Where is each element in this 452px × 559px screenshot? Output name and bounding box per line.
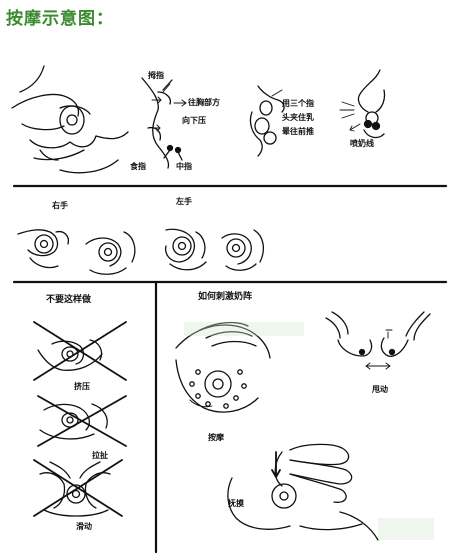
label-pull: 拉扯: [92, 451, 108, 460]
hand-cupping-breast-drawing: [11, 65, 129, 174]
label-middle-finger: 中指: [176, 162, 192, 171]
stimulate-header: 如何刺激奶阵: [198, 292, 253, 302]
finger-position-drawing: [141, 77, 187, 169]
stroke-drawing: [227, 443, 379, 541]
label-thumb: 拇指: [148, 71, 164, 80]
three-fingers-push-drawing: [249, 85, 285, 157]
dont-do-header: 不要这样做: [46, 295, 92, 305]
watermark: [184, 322, 434, 540]
right-hand-drawings: [17, 229, 136, 275]
label-shake: 甩动: [372, 385, 388, 394]
slide-wrong-drawing: [33, 459, 123, 517]
label-stroke: 抚摸: [228, 499, 244, 508]
label-massage: 按摩: [208, 433, 224, 442]
massage-drawing: [175, 321, 271, 413]
label-three-fingers-2: 头夹住乳: [282, 113, 314, 122]
label-three-fingers-1: 用三个指: [282, 99, 314, 108]
left-hand-drawings: [164, 228, 265, 271]
label-left-hand: 左手: [176, 197, 192, 206]
label-three-fingers-3: 晕往前推: [282, 127, 314, 136]
milk-spray-drawing: [339, 69, 386, 139]
label-milk-line: 喷奶线: [350, 139, 374, 148]
squeeze-wrong-drawing: [33, 321, 127, 381]
label-toward-chest: 往胸部方: [188, 98, 220, 107]
label-press-down: 向下压: [182, 116, 206, 125]
label-squeeze: 挤压: [74, 382, 90, 391]
label-slide: 滑动: [76, 522, 92, 531]
shake-drawing: [325, 311, 431, 370]
pull-wrong-drawing: [37, 395, 127, 447]
label-right-hand: 右手: [52, 201, 68, 210]
label-index-finger: 食指: [130, 162, 146, 171]
page-title: 按摩示意图：: [6, 9, 114, 29]
